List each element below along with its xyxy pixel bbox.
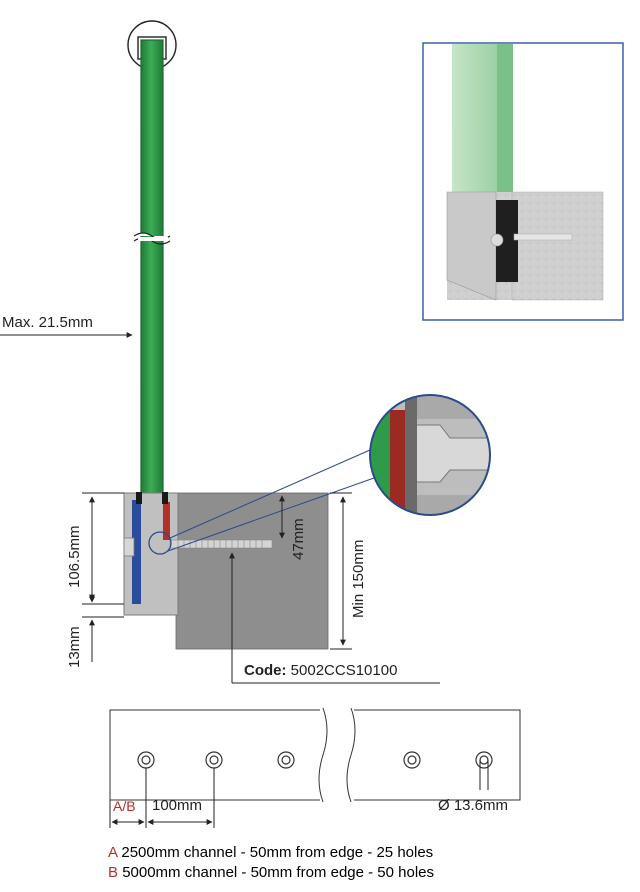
edge-distance-label: A/B	[113, 798, 136, 814]
dimension-lines	[0, 332, 440, 684]
legend-letter: B	[108, 864, 119, 881]
product-code: Code: 5002CCS10100	[244, 662, 397, 679]
legend-text: 5000mm channel - 50mm from edge - 50 hol…	[122, 864, 435, 881]
min-concrete-label: Min 150mm	[350, 539, 367, 618]
channel-plan	[109, 707, 521, 803]
hole-spacing-label: 100mm	[152, 797, 203, 814]
inset-3d-view	[422, 42, 624, 321]
base-offset-label: 13mm	[66, 626, 83, 668]
max-glass-label: Max. 21.5mm	[2, 314, 93, 331]
detail-marker	[148, 531, 172, 555]
legend-text: 2500mm channel - 50mm from edge - 25 hol…	[121, 844, 434, 861]
bolt-offset-label: 47mm	[290, 518, 307, 560]
plan-dimensions	[109, 760, 489, 828]
hole-diameter-label: Ø 13.6mm	[438, 797, 509, 814]
legend-letter: A	[108, 844, 118, 861]
code-label: Code:	[244, 662, 287, 679]
legend-item-a: A 2500mm channel - 50mm from edge - 25 h…	[108, 843, 434, 863]
concrete-block	[175, 492, 329, 650]
channel-profile	[123, 492, 179, 616]
detail-zoom	[369, 394, 491, 516]
code-value: 5002CCS10100	[290, 662, 398, 679]
legend-item-b: B 5000mm channel - 50mm from edge - 50 h…	[108, 863, 434, 883]
anchor-bolt	[169, 539, 273, 549]
legend: A 2500mm channel - 50mm from edge - 25 h…	[108, 843, 434, 883]
channel-height-label: 106.5mm	[66, 525, 83, 588]
